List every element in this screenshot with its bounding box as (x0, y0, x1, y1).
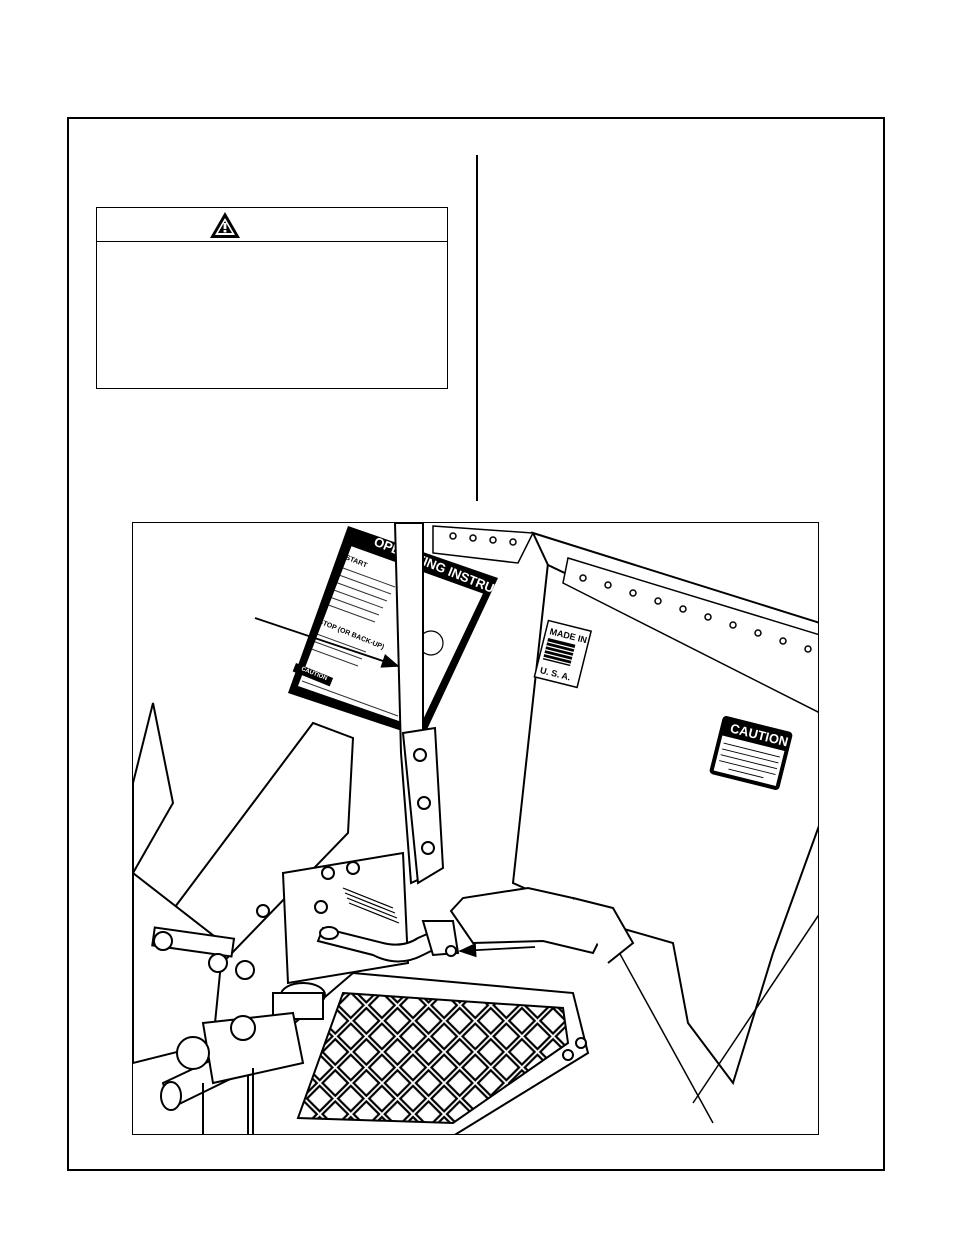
column-divider (476, 155, 478, 501)
control-lever (393, 523, 445, 885)
lever-callout-arrow (254, 617, 400, 668)
frame-arm (133, 702, 410, 1065)
guard-cover (449, 886, 635, 964)
warning-triangle-icon (210, 212, 240, 238)
lower-machinery (160, 982, 326, 1134)
figure-illustration: OPERATING INSTRUCTIONS START STOP (OR BA… (132, 522, 819, 1135)
page-frame (67, 117, 885, 1171)
pin-callout-arrow (458, 942, 536, 958)
hinge-strip (432, 525, 818, 713)
step-plate (247, 971, 590, 1134)
callout-arrows (254, 617, 536, 958)
made-in-usa-decal: MADE IN U. S. A. (533, 619, 593, 689)
warning-header (97, 208, 447, 242)
warning-box (96, 207, 448, 389)
caution-decal: CAUTION (709, 716, 793, 790)
machine-line-drawing: OPERATING INSTRUCTIONS START STOP (OR BA… (133, 523, 818, 1134)
latch-pin (316, 887, 460, 963)
